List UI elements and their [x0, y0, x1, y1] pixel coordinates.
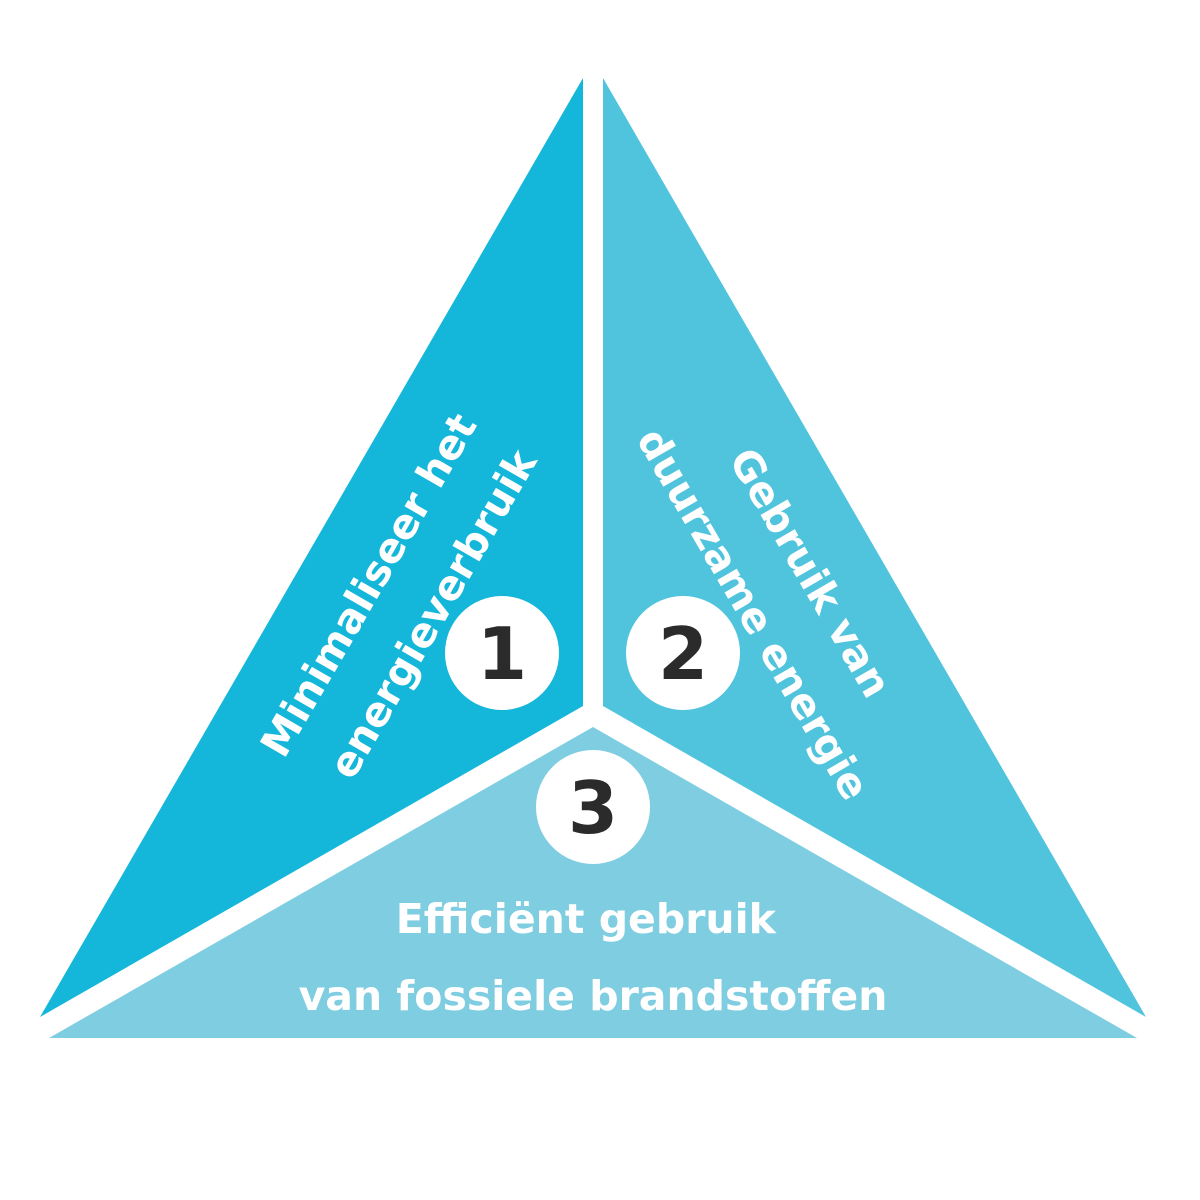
segment-2-shape [603, 78, 1146, 1017]
segment-3-label-line-2: van fossiele brandstoffen [299, 972, 888, 1020]
segment-3-label-line-1: Efficiënt gebruik [396, 895, 778, 943]
segment-1-badge: 1 [445, 596, 559, 710]
segment-1-number: 1 [477, 612, 527, 696]
segment-3: Efficiënt gebruik van fossiele brandstof… [49, 727, 1137, 1038]
segment-3-badge-circle [536, 750, 650, 864]
segment-1: Minimaliseer het energieverbruik 1 [40, 78, 583, 1017]
segment-3-badge: 3 [536, 750, 650, 864]
segment-1-badge-circle [445, 596, 559, 710]
segment-2: Gebruik van duurzame energie 2 [603, 78, 1146, 1017]
segment-3-label: Efficiënt gebruik van fossiele brandstof… [299, 895, 888, 1020]
segment-3-number: 3 [568, 766, 618, 850]
segment-2-badge: 2 [626, 596, 740, 710]
segment-3-shape [49, 727, 1137, 1038]
segment-2-badge-circle [626, 596, 740, 710]
segment-1-shape [40, 78, 583, 1017]
segment-2-number: 2 [658, 612, 708, 696]
